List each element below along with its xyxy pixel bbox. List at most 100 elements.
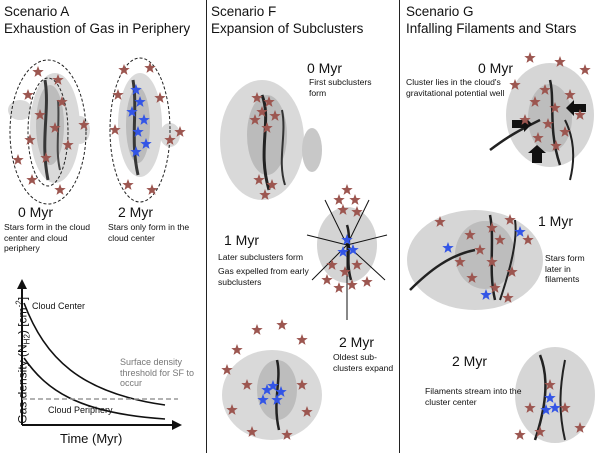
red-star-icon (231, 344, 243, 355)
panel-g-note-1: Stars form later in filaments (545, 253, 585, 284)
blue-star-icon (549, 402, 561, 413)
red-star-icon (78, 119, 90, 130)
panel-g-cloud-1 (407, 210, 543, 310)
red-star-icon (263, 96, 275, 107)
red-star-icon (550, 140, 562, 151)
red-star-icon (269, 110, 281, 121)
panel-f-time-0: 0 Myr (307, 60, 342, 76)
red-star-icon (486, 256, 498, 267)
panel-a-title: Scenario A (4, 4, 70, 19)
red-star-icon (12, 154, 24, 165)
red-star-icon (514, 429, 526, 440)
red-star-icon (26, 174, 38, 185)
blue-star-icon (134, 96, 146, 107)
red-star-icon (506, 266, 518, 277)
red-star-icon (529, 96, 541, 107)
red-star-icon (32, 66, 44, 77)
red-star-icon (246, 426, 258, 437)
red-star-icon (464, 229, 476, 240)
red-star-icon (351, 259, 363, 270)
red-star-icon (251, 324, 263, 335)
blue-star-icon (514, 226, 526, 237)
red-star-icon (34, 109, 46, 120)
red-star-icon (164, 134, 176, 145)
red-star-icon (276, 319, 288, 330)
red-star-icon (574, 109, 586, 120)
cloud-left (8, 73, 90, 183)
threshold-label: Surface density threshold for SF to occu… (120, 357, 195, 388)
blue-star-icon (544, 392, 556, 403)
panel-a-clouds-illustration (8, 57, 186, 205)
gas-density-chart (17, 279, 182, 430)
red-star-icon (253, 174, 265, 185)
series-label-center: Cloud Center (32, 301, 86, 311)
red-star-icon (544, 379, 556, 390)
red-star-icon (24, 134, 36, 145)
red-star-icon (337, 204, 349, 215)
series-cloud-periphery (23, 357, 166, 420)
red-star-icon (524, 402, 536, 413)
red-star-icon (56, 96, 68, 107)
chart-x-label: Time (Myr) (60, 431, 123, 446)
panel-g-stars (434, 52, 591, 440)
panel-g-time-0: 0 Myr (478, 60, 513, 76)
red-star-icon (62, 139, 74, 150)
red-star-icon (349, 194, 361, 205)
red-star-icon (489, 282, 501, 293)
cloud-left-inner-outline (27, 77, 69, 187)
red-star-icon (574, 422, 586, 433)
red-star-icon (221, 364, 233, 375)
blue-star-icon (130, 146, 142, 157)
panel-a-subtitle: Exhaustion of Gas in Periphery (4, 21, 191, 36)
red-star-icon (549, 102, 561, 113)
red-star-icon (509, 79, 521, 90)
blue-star-icon (261, 384, 273, 395)
blue-star-icon (341, 234, 353, 245)
red-star-icon (466, 272, 478, 283)
cloud-right (118, 73, 180, 177)
blue-star-icon (140, 138, 152, 149)
red-star-icon (559, 126, 571, 137)
panel-f-title: Scenario F (211, 4, 277, 19)
panel-a-stars (12, 62, 186, 195)
red-star-icon (579, 64, 591, 75)
panel-g-time-2: 2 Myr (452, 353, 487, 369)
red-star-icon (301, 406, 313, 417)
red-star-icon (539, 84, 551, 95)
panel-g-time-1: 1 Myr (538, 213, 573, 229)
panel-f-note-0: First subclusters form (309, 77, 372, 98)
red-star-icon (339, 266, 351, 277)
red-star-icon (504, 214, 516, 225)
blue-star-icon (257, 394, 269, 405)
panel-f-stars (221, 92, 373, 440)
red-star-icon (522, 234, 534, 245)
blue-star-icon (275, 386, 287, 397)
panel-divider-a-f (206, 0, 207, 453)
red-star-icon (542, 118, 554, 129)
blue-star-icon (271, 394, 283, 405)
red-star-icon (564, 89, 576, 100)
red-star-icon (122, 179, 134, 190)
red-star-icon (333, 282, 345, 293)
red-star-icon (54, 184, 66, 195)
cloud-right-outline (109, 57, 171, 203)
red-star-icon (109, 124, 121, 135)
chart-y-label: Gas density (NH2) [cm-2] (14, 296, 32, 424)
red-star-icon (281, 429, 293, 440)
red-star-icon (296, 379, 308, 390)
red-star-icon (494, 234, 506, 245)
expansion-arrows (306, 199, 388, 320)
blue-star-icon (138, 114, 150, 125)
panel-f-note-1b: Gas expelled from early subclusters (218, 266, 309, 287)
red-star-icon (486, 222, 498, 233)
red-star-icon (256, 106, 268, 117)
red-star-icon (454, 256, 466, 267)
red-star-icon (259, 189, 271, 200)
red-star-icon (502, 292, 514, 303)
panel-g-title: Scenario G (406, 4, 474, 19)
blue-star-icon (540, 404, 552, 415)
red-star-icon (174, 126, 186, 137)
blue-star-icon (130, 84, 142, 95)
red-star-icon (144, 62, 156, 73)
red-star-icon (559, 402, 571, 413)
